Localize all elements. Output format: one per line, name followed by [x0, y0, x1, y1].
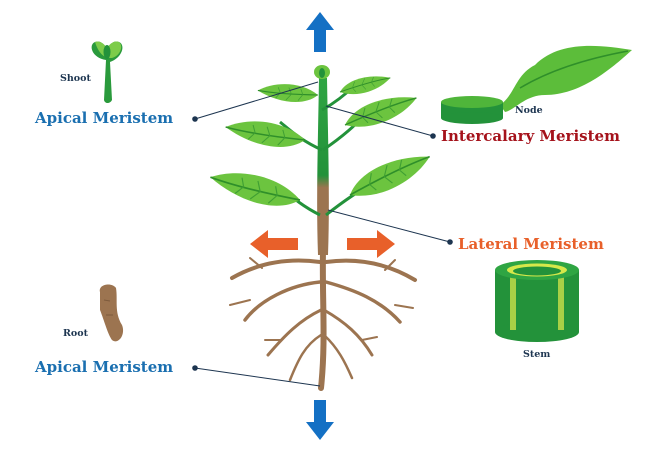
root-label: Root: [63, 328, 89, 339]
growth-right-arrow: [347, 230, 395, 258]
node-label: Node: [515, 105, 543, 116]
growth-left-arrow: [250, 230, 298, 258]
growth-up-arrow: [306, 12, 334, 52]
apical-bottom-leader: [192, 365, 321, 387]
plant-leaves: [206, 65, 437, 218]
plant-roots: [229, 247, 417, 391]
growth-down-arrow: [306, 400, 334, 440]
root-tip-icon: [99, 284, 124, 342]
intercalary-leader: [325, 105, 436, 139]
plant-stem: [317, 78, 329, 255]
node-icon: [441, 45, 632, 124]
stem-cylinder-icon: [495, 260, 579, 342]
apical-meristem-bottom-label: Apical Meristem: [34, 358, 173, 376]
lateral-leader: [327, 209, 453, 245]
apical-meristem-top-label: Apical Meristem: [34, 109, 173, 127]
shoot-label: Shoot: [60, 73, 91, 84]
intercalary-meristem-label: Intercalary Meristem: [441, 127, 620, 145]
shoot-tip-icon: [91, 41, 123, 103]
stem-label: Stem: [523, 349, 550, 360]
apical-top-leader: [192, 81, 319, 122]
lateral-meristem-label: Lateral Meristem: [458, 235, 604, 253]
